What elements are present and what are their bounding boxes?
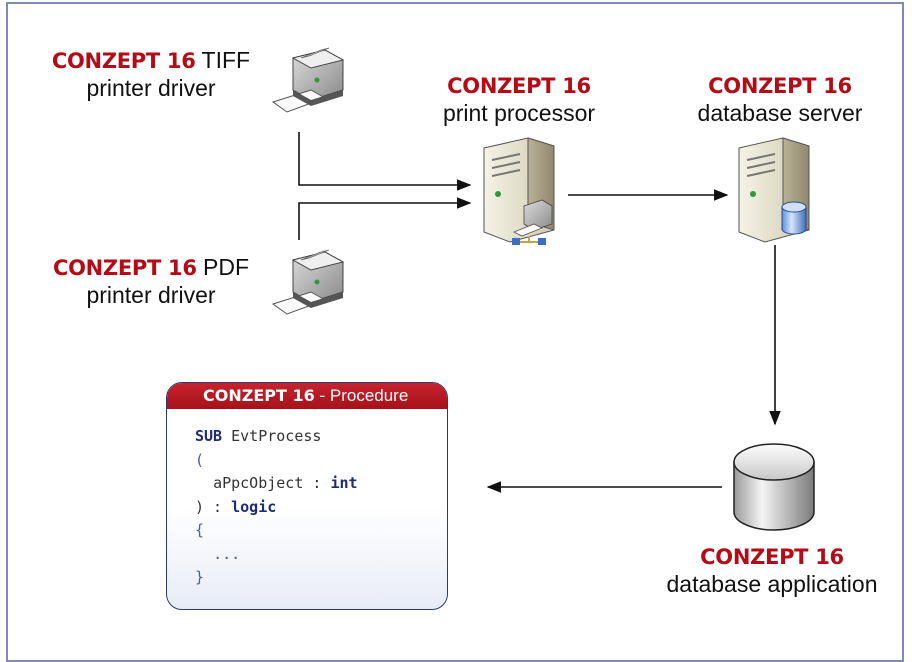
code-line: ) : logic	[195, 496, 447, 520]
code-keyword: SUB	[195, 427, 223, 445]
brand-name: CONZEPT 16	[203, 386, 315, 405]
tiff-driver-label: CONZEPT 16 TIFF printer driver	[36, 47, 266, 102]
print-processor-label: CONZEPT 16 print processor	[419, 73, 619, 127]
brand-name: CONZEPT 16	[700, 545, 844, 569]
code-line: }	[195, 566, 447, 590]
driver-caption: printer driver	[86, 282, 216, 308]
database-application-label: CONZEPT 16 database application	[652, 544, 892, 598]
brand-name: CONZEPT 16	[52, 256, 197, 280]
code-identifier: aPpcObject :	[213, 474, 322, 492]
code-line: {	[195, 519, 447, 543]
component-caption: database application	[666, 571, 878, 597]
brand-name: CONZEPT 16	[447, 74, 591, 98]
printer-icon	[271, 249, 345, 315]
code-punctuation: {	[195, 521, 205, 539]
diagram-frame	[6, 2, 904, 662]
driver-type: TIFF	[201, 47, 251, 73]
code-punctuation: ) :	[195, 497, 223, 516]
code-punctuation: (	[195, 450, 205, 469]
printer-icon	[513, 199, 553, 237]
code-keyword: int	[330, 474, 358, 492]
code-ellipsis: ...	[213, 544, 241, 563]
component-caption: print processor	[442, 100, 596, 126]
code-line: ...	[195, 543, 447, 567]
code-line: aPpcObject : int	[195, 472, 447, 496]
database-icon	[733, 443, 815, 531]
pdf-driver-label: CONZEPT 16 PDF printer driver	[36, 254, 266, 309]
connector-tiff-to-processor	[298, 132, 472, 191]
driver-type: PDF	[203, 254, 250, 280]
driver-caption: printer driver	[86, 75, 216, 101]
code-keyword: logic	[231, 497, 277, 516]
brand-name: CONZEPT 16	[708, 74, 852, 98]
code-punctuation: }	[195, 568, 205, 586]
brand-name: CONZEPT 16	[51, 49, 196, 73]
network-icon	[512, 236, 546, 245]
component-caption: database server	[697, 100, 863, 126]
procedure-title: - Procedure	[319, 386, 409, 405]
code-identifier: EvtProcess	[231, 427, 322, 445]
procedure-code: SUB EvtProcess( aPpcObject : int) : logi…	[195, 425, 447, 590]
procedure-box: CONZEPT 16 - Procedure SUB EvtProcess( a…	[166, 382, 448, 610]
printer-icon	[271, 47, 345, 113]
procedure-header: CONZEPT 16 - Procedure	[167, 383, 447, 409]
database-icon	[781, 201, 807, 235]
code-line: SUB EvtProcess	[195, 425, 447, 449]
code-line: (	[195, 449, 447, 473]
connector-pdf-to-processor	[298, 197, 472, 240]
database-server-label: CONZEPT 16 database server	[680, 73, 880, 127]
